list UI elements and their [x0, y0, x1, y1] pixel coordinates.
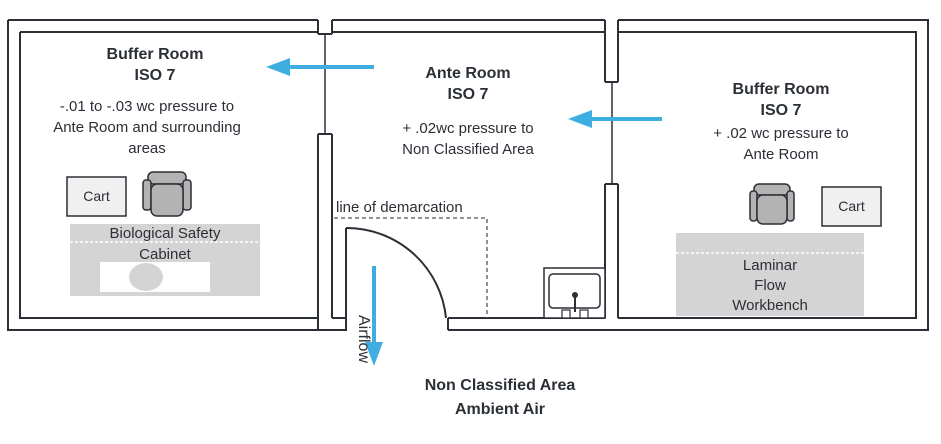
- arrow-left-icon: [568, 110, 662, 128]
- ante-class: ISO 7: [447, 86, 489, 103]
- left-buffer-pressure-line2: Ante Room and surrounding: [53, 119, 241, 136]
- lfw-label-line1: Laminar: [742, 257, 798, 274]
- right-buffer-pressure-line2: Ante Room: [743, 146, 819, 163]
- ante-title: Ante Room: [425, 65, 511, 82]
- left-buffer-pressure-line1: -.01 to -.03 wc pressure to: [59, 98, 235, 115]
- laminar-flow-workbench: [676, 233, 864, 316]
- left-buffer-wall: [7, 19, 318, 331]
- biological-safety-cabinet: [70, 224, 260, 296]
- sink-icon: [543, 267, 606, 319]
- ambient-air-label: Ambient Air: [454, 401, 546, 418]
- airflow-arrows: [266, 58, 662, 366]
- chair-icon: [749, 183, 795, 225]
- bsc-label-line1: Biological Safety: [109, 225, 221, 242]
- left-buffer-title: Buffer Room: [106, 46, 204, 63]
- line-of-demarcation-label: line of demarcation: [336, 199, 463, 216]
- left-cart-label: Cart: [83, 188, 110, 204]
- bsc-label-line2: Cabinet: [139, 246, 191, 263]
- lfw-label-line3: Workbench: [732, 297, 808, 314]
- right-buffer-pressure-line1: + .02 wc pressure to: [713, 125, 849, 142]
- arrow-down-icon: [365, 266, 383, 366]
- right-buffer-title: Buffer Room: [732, 81, 830, 98]
- right-buffer-class: ISO 7: [760, 102, 802, 119]
- left-buffer-class: ISO 7: [134, 67, 176, 84]
- airflow-label: Airflow: [355, 314, 372, 363]
- chair-icon: [142, 171, 192, 217]
- arrow-left-icon: [266, 58, 374, 76]
- left-buffer-pressure-line3: areas: [128, 140, 166, 157]
- ante-top-wall: [332, 19, 605, 33]
- left-cart: [66, 176, 127, 217]
- non-classified-area-label: Non Classified Area: [424, 377, 576, 394]
- door: [345, 226, 447, 319]
- ante-bottom-wall-left: [318, 317, 347, 331]
- line-of-demarcation: [334, 217, 488, 318]
- ante-bottom-wall: [447, 317, 605, 330]
- ante-pressure-line2: Non Classified Area: [402, 141, 534, 158]
- lfw-label-line2: Flow: [754, 277, 786, 294]
- right-buffer-wall: [448, 19, 929, 331]
- walls: [7, 19, 929, 331]
- ante-pressure-line1: + .02wc pressure to: [402, 120, 534, 137]
- right-cart: [821, 186, 882, 227]
- door-swing-arc: [345, 226, 447, 319]
- right-cart-label: Cart: [838, 198, 865, 214]
